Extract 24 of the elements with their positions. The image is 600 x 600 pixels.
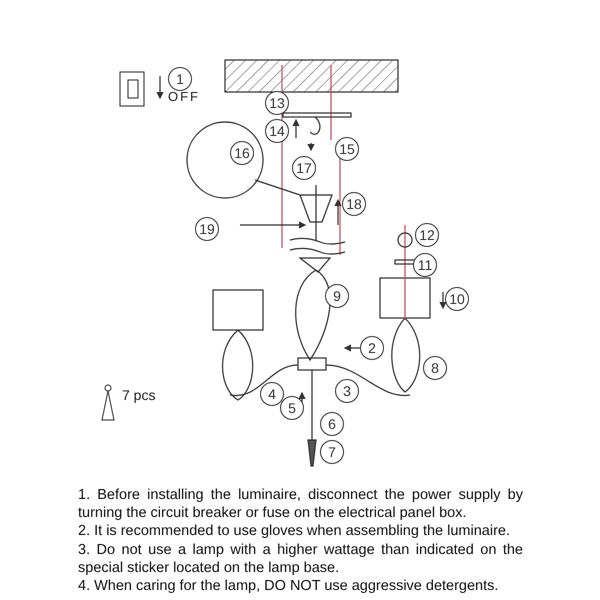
callout-number: 15 [335, 137, 359, 161]
callout-number: 2 [360, 336, 384, 360]
callout-number: 4 [260, 382, 284, 406]
instruction-note: 1. Before installing the luminaire, disconnect the power supply by turning the circuit breaker or fuse on the electrical panel box. [78, 487, 523, 522]
instruction-note: 3. Do not use a lamp with a higher wattage than indicated on the special sticker located on the lamp base. [78, 542, 523, 577]
callout-number: 19 [195, 217, 219, 241]
switch-state-label: OFF [168, 89, 200, 104]
instruction-note: 4. When caring for the lamp, DO NOT use aggressive detergents. [78, 578, 500, 596]
callout-number: 11 [413, 253, 437, 277]
callout-number: 5 [280, 396, 304, 420]
callout-number: 12 [415, 223, 439, 247]
callout-number: 10 [445, 287, 469, 311]
callout-number: 1 [168, 67, 192, 91]
callout-number: 8 [423, 356, 447, 380]
instruction-note: 2. It is recommended to use gloves when assembling the luminaire. [78, 523, 511, 540]
callout-number: 9 [325, 284, 349, 308]
callout-number: 3 [335, 379, 359, 403]
callout-number: 13 [265, 91, 289, 115]
callout-number: 7 [320, 440, 344, 464]
callout-number: 14 [265, 119, 289, 143]
callout-number: 18 [342, 192, 366, 216]
quantity-label: 7 pcs [122, 387, 156, 403]
callout-number: 6 [320, 412, 344, 436]
callout-number: 17 [292, 156, 316, 180]
